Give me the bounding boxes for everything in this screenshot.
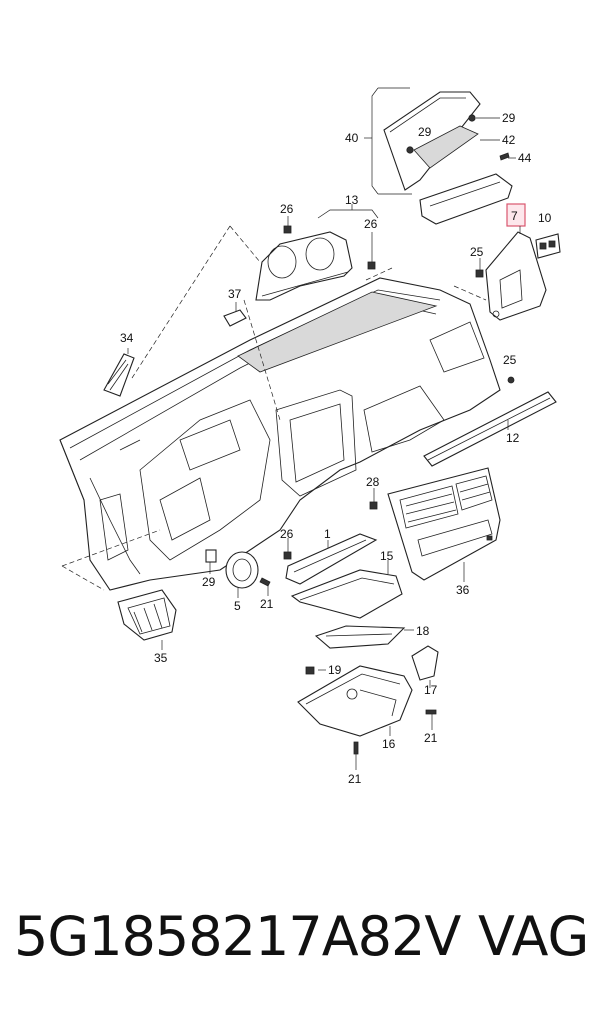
callout-13: 13 — [345, 193, 359, 207]
cluster-trim-13 — [255, 231, 353, 301]
screw-21-c — [353, 741, 359, 755]
screw-21-a — [259, 577, 271, 587]
callout-29-mid: 29 — [418, 125, 432, 139]
parts-diagram: 40 29 29 42 44 13 26 26 7 10 25 37 34 25… — [59, 87, 561, 786]
callout-17: 17 — [424, 683, 438, 697]
callout-25-top: 25 — [470, 245, 484, 259]
brand-label: VAG — [478, 905, 590, 968]
callout-42: 42 — [502, 133, 516, 147]
bracket-17 — [411, 645, 439, 681]
dashboard-body — [59, 277, 501, 591]
callout-15: 15 — [380, 549, 394, 563]
callout-40: 40 — [345, 131, 359, 145]
part-number: 5G1858217A82V — [14, 905, 461, 968]
side-vent-34 — [103, 353, 135, 397]
clip-26-lower — [283, 551, 292, 560]
callout-12: 12 — [506, 431, 520, 445]
clip-19 — [305, 666, 315, 675]
callout-16: 16 — [382, 737, 396, 751]
callout-25-right: 25 — [503, 353, 517, 367]
callout-26-right: 26 — [364, 217, 378, 231]
switch-10 — [535, 233, 561, 259]
callout-7: 7 — [511, 209, 518, 223]
clip-25 — [475, 269, 484, 278]
callout-37: 37 — [228, 287, 242, 301]
clip-28 — [369, 501, 378, 510]
screw-21-b — [425, 709, 437, 715]
callout-35: 35 — [154, 651, 168, 665]
callout-21-right: 21 — [424, 731, 438, 745]
clip-37 — [223, 309, 247, 327]
lower-trim-16 — [297, 665, 413, 737]
callout-29-top: 29 — [502, 111, 516, 125]
trim-strip-12 — [423, 391, 557, 467]
callout-34: 34 — [120, 331, 134, 345]
clip-26-right — [367, 261, 376, 270]
cover-1 — [285, 533, 378, 585]
ring-5 — [225, 551, 259, 589]
side-vent-35 — [117, 589, 177, 641]
callout-44: 44 — [518, 151, 532, 165]
callout-29-lower: 29 — [202, 575, 216, 589]
callout-10: 10 — [538, 211, 552, 225]
callout-18: 18 — [416, 624, 430, 638]
clip-29-lower — [205, 549, 217, 563]
callout-26-lower: 26 — [280, 527, 294, 541]
callout-26-top: 26 — [280, 202, 294, 216]
callout-28: 28 — [366, 475, 380, 489]
callout-19: 19 — [328, 663, 342, 677]
highlight-box-7 — [506, 203, 526, 227]
callout-5: 5 — [234, 599, 241, 613]
tray-18 — [314, 625, 406, 649]
cluster-cover-assembly — [383, 91, 513, 225]
callout-21-bottom: 21 — [348, 772, 362, 786]
center-vent-panel-36 — [387, 467, 501, 581]
callout-1: 1 — [324, 527, 331, 541]
shroud-15 — [290, 569, 403, 619]
callout-21-left: 21 — [260, 597, 274, 611]
callout-36: 36 — [456, 583, 470, 597]
clip-26-top — [283, 225, 292, 234]
